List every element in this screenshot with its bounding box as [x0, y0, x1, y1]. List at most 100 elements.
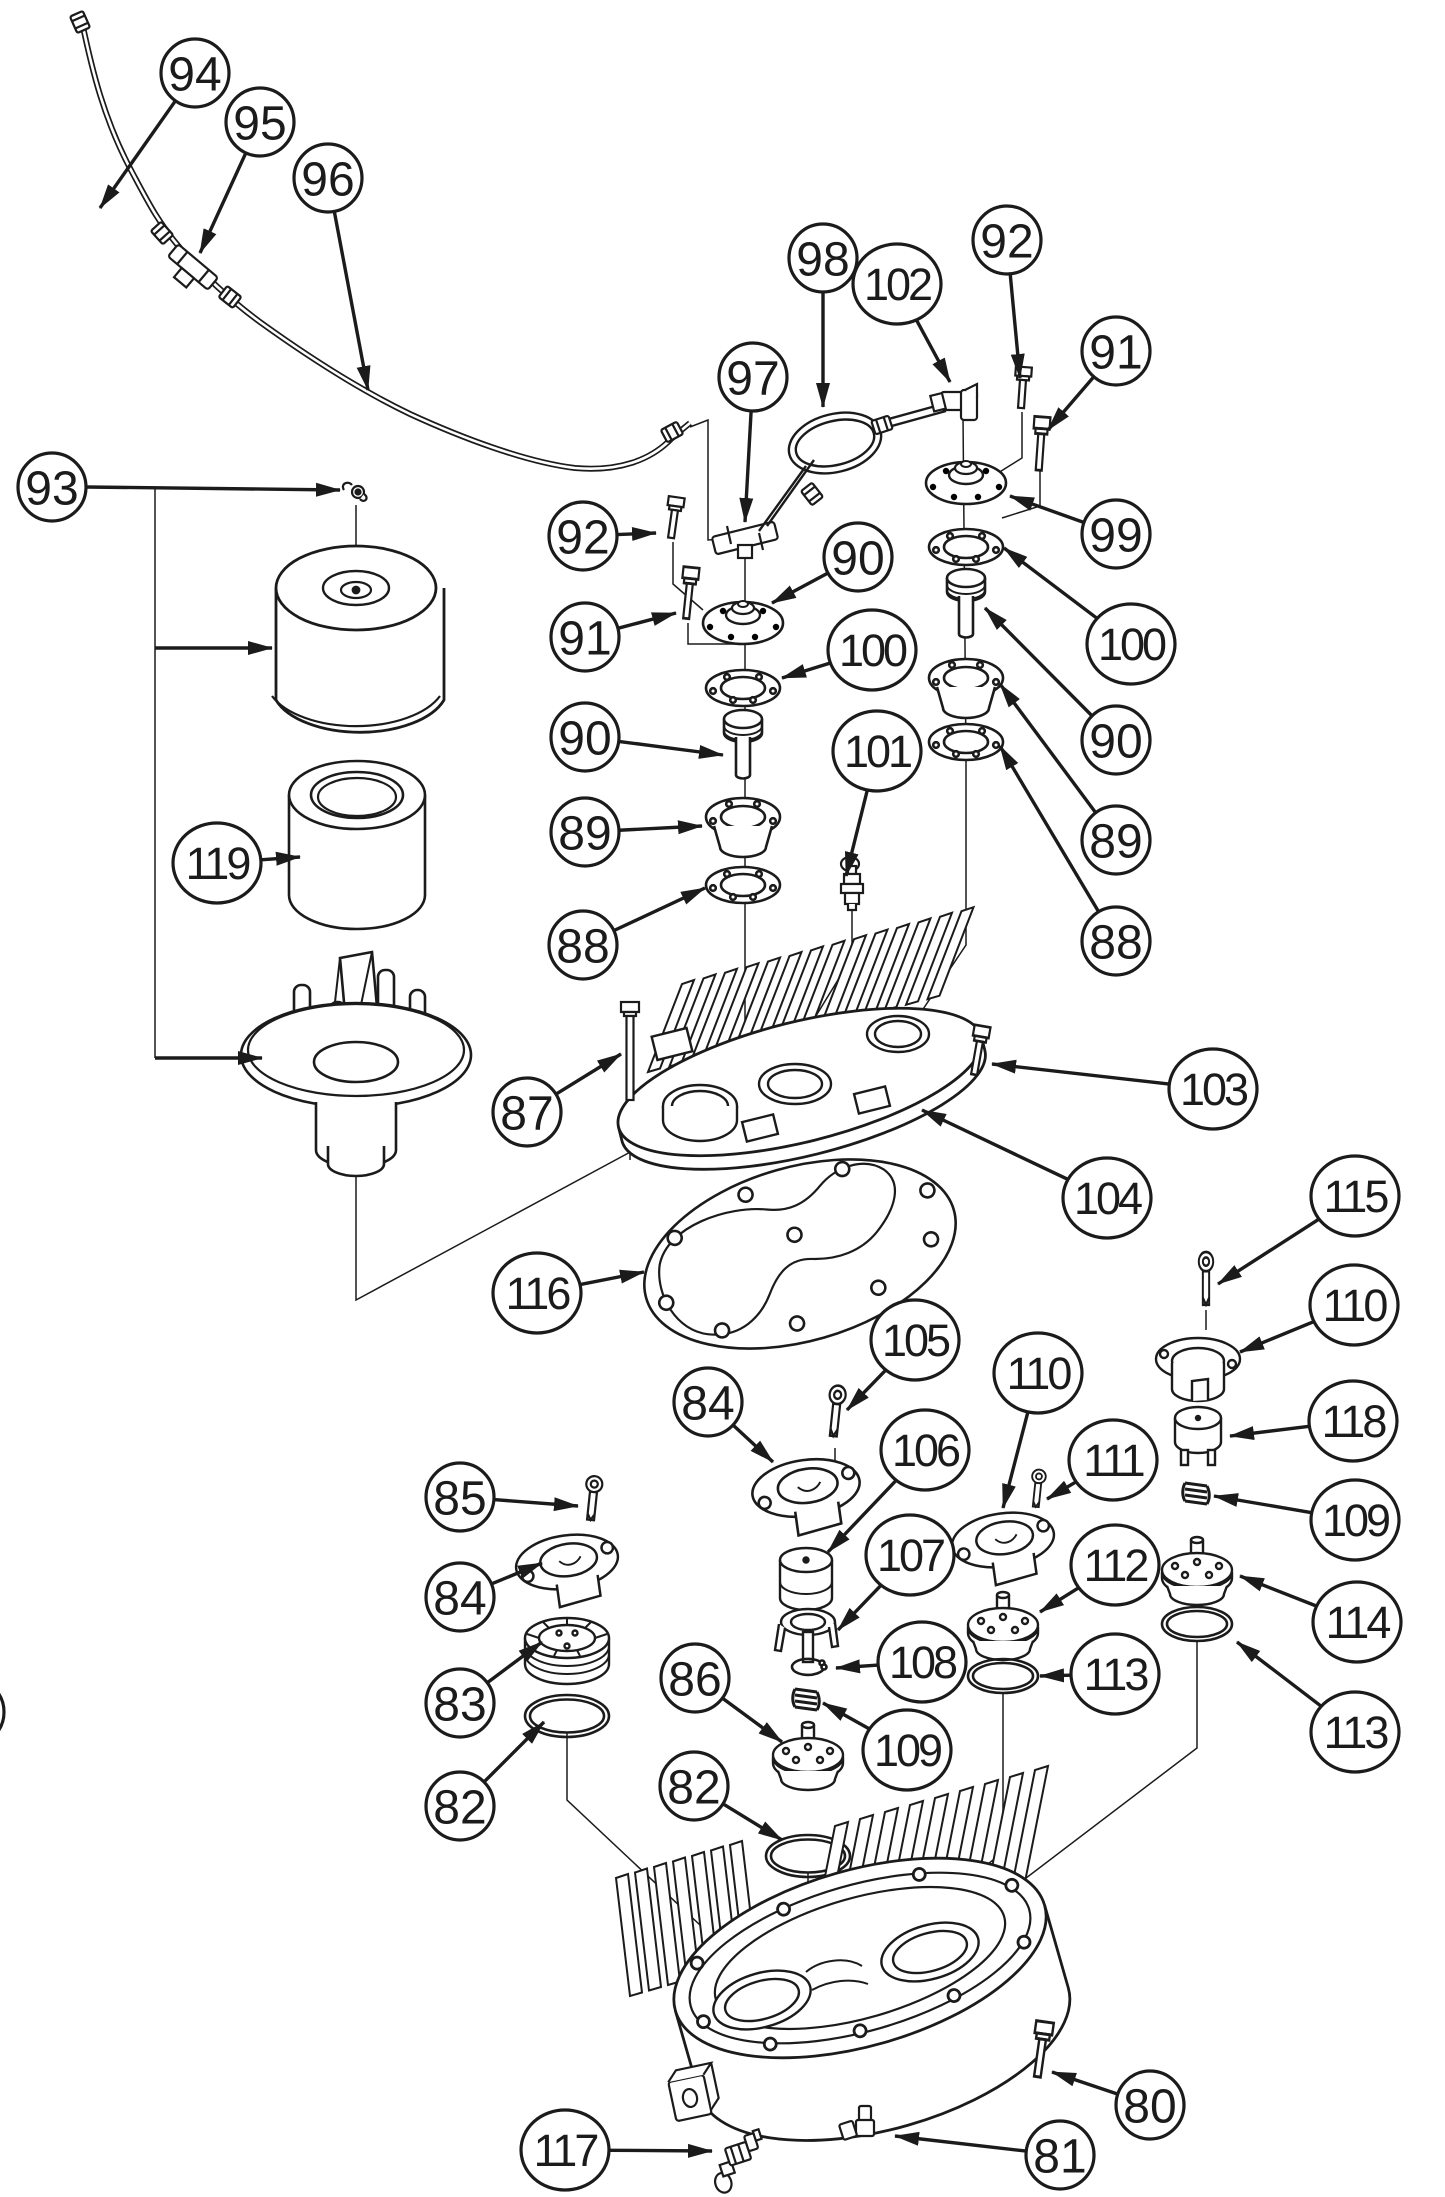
screw-105 — [824, 1383, 848, 1439]
balloon-number: 90 — [831, 532, 884, 585]
balloon-94: 94 — [98, 37, 231, 209]
balloon-93: 93 — [16, 451, 88, 523]
balloon-113: 113 — [1235, 1640, 1401, 1774]
bolt-91-left — [676, 565, 701, 621]
balloon-95: 95 — [198, 86, 296, 254]
balloon-89: 89 — [998, 682, 1152, 876]
balloon-82: 82 — [658, 1750, 783, 1842]
valve-cover-plate-left — [701, 599, 785, 646]
balloon-104: 104 — [921, 1108, 1153, 1240]
balloon-number: 100 — [1098, 619, 1166, 670]
bolt-92-right — [1011, 365, 1033, 410]
wingnut — [341, 481, 368, 502]
balloon-number: 90 — [1089, 715, 1142, 768]
balloon-100: 100 — [781, 608, 918, 692]
balloon-107: 107 — [836, 1513, 956, 1632]
balloon-90: 90 — [771, 521, 894, 605]
filter-cover — [271, 544, 446, 734]
balloon-partial — [0, 1692, 6, 1732]
filter-element — [287, 759, 427, 931]
balloon-115: 115 — [1217, 1154, 1401, 1286]
balloon-number: 81 — [1033, 2130, 1086, 2183]
balloon-number: 98 — [796, 233, 849, 286]
balloon-109: 109 — [1213, 1478, 1401, 1562]
elbow-81 — [838, 2104, 876, 2141]
balloon-114: 114 — [1239, 1574, 1403, 1664]
intake-flange-110-mid — [947, 1505, 1062, 1592]
balloon-number: 84 — [433, 1572, 486, 1625]
balloon-number: 97 — [726, 352, 779, 405]
balloon-96: 96 — [292, 142, 371, 391]
inlet-valve-114 — [1160, 1535, 1234, 1607]
cylinder-block — [667, 1856, 1072, 2142]
balloon-112: 112 — [1039, 1523, 1161, 1614]
balloon-90: 90 — [549, 701, 724, 773]
screw-85 — [581, 1474, 605, 1522]
balloon-86: 86 — [659, 1642, 784, 1744]
safety-valve — [839, 855, 865, 912]
balloon-111: 111 — [1046, 1418, 1159, 1502]
balloon-number: 116 — [506, 1268, 571, 1319]
balloon-110: 110 — [1239, 1263, 1400, 1354]
balloon-number: 117 — [534, 2125, 598, 2176]
unloader-body-110-right — [1154, 1336, 1242, 1403]
inlet-valve-86 — [771, 1720, 845, 1792]
balloon-103: 103 — [991, 1047, 1259, 1131]
balloon-118: 118 — [1229, 1379, 1399, 1463]
balloon-number: 91 — [1089, 326, 1142, 379]
balloon-number: 109 — [874, 1725, 941, 1776]
balloon-101: 101 — [831, 709, 923, 877]
valve-seat-left — [704, 796, 782, 859]
balloon-number: 109 — [1322, 1495, 1389, 1546]
balloon-number: 88 — [1089, 916, 1142, 969]
balloon-106: 106 — [826, 1408, 971, 1554]
balloon-105: 105 — [845, 1298, 961, 1412]
screw-111 — [1028, 1467, 1048, 1509]
balloon-number: 82 — [433, 1781, 486, 1834]
balloon-number: 90 — [558, 712, 611, 765]
balloon-number: 110 — [1007, 1348, 1072, 1399]
balloon-number: 89 — [558, 807, 611, 860]
balloon-number: 80 — [1123, 2080, 1176, 2133]
gasket-right-upper — [927, 527, 1005, 567]
balloon-100: 100 — [1002, 546, 1177, 686]
balloon-102: 102 — [851, 242, 952, 383]
bolt-92-left — [662, 495, 686, 541]
balloon-119: 119 — [171, 821, 301, 905]
balloon-91: 91 — [1046, 315, 1152, 432]
loop-hose — [758, 402, 947, 532]
balloon-number: 83 — [433, 1678, 486, 1731]
balloon-number: 101 — [844, 726, 911, 777]
balloon-number: 96 — [301, 153, 354, 206]
balloon-number: 85 — [433, 1472, 486, 1525]
balloon-number: 118 — [1322, 1396, 1387, 1447]
unloader-piston-left — [722, 708, 764, 780]
unloader-cap-118 — [1173, 1405, 1223, 1467]
balloon-number: 103 — [1180, 1064, 1248, 1115]
balloon-number: 89 — [1089, 815, 1142, 868]
balloon-116: 116 — [491, 1251, 645, 1335]
balloon-84: 84 — [672, 1366, 775, 1464]
drain-valve-117 — [713, 2127, 763, 2194]
head-bolt-87 — [619, 1000, 641, 1102]
unloader-cylinder-106 — [778, 1546, 834, 1612]
balloon-number: 87 — [500, 1087, 553, 1140]
balloon-number: 106 — [892, 1425, 960, 1476]
balloon-number: 92 — [980, 215, 1033, 268]
balloon-117: 117 — [519, 2108, 713, 2192]
elbow-fitting — [928, 382, 979, 422]
balloon-number: 95 — [233, 97, 286, 150]
balloon-number: 110 — [1323, 1280, 1388, 1331]
balloon-88: 88 — [547, 886, 706, 981]
balloon-97: 97 — [717, 341, 789, 523]
balloon-91: 91 — [549, 601, 677, 673]
balloon-87: 87 — [491, 1052, 622, 1148]
balloon-number: 119 — [186, 838, 250, 889]
balloon-89: 89 — [549, 796, 703, 868]
balloon-84: 84 — [424, 1561, 543, 1633]
balloon-98: 98 — [787, 222, 859, 408]
bolt-91-right — [1029, 414, 1052, 473]
hose-tee-fitting — [168, 244, 218, 290]
balloon-109: 109 — [822, 1701, 953, 1792]
